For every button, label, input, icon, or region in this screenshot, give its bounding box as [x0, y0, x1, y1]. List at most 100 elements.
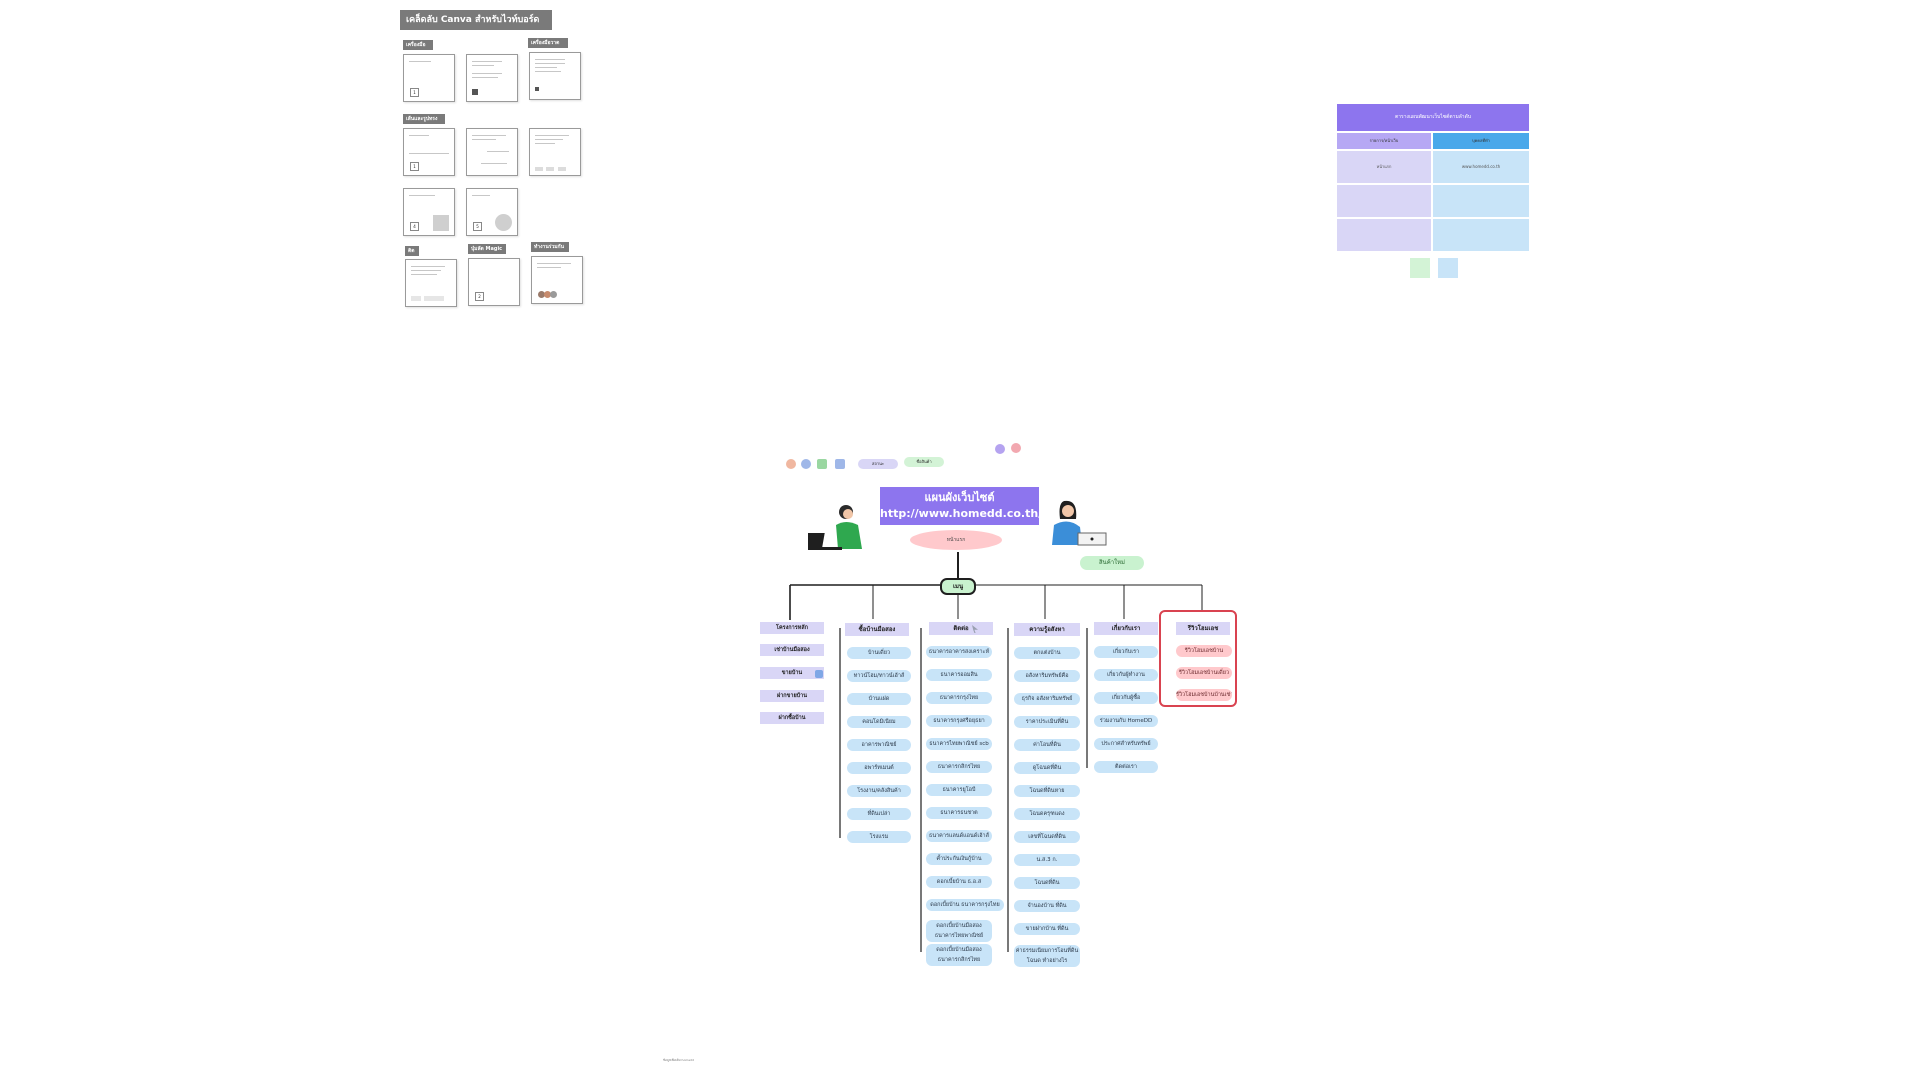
plan-table-cell[interactable] [1337, 219, 1431, 251]
sitemap-node[interactable]: ร่วมงานกับ HomeDD [1094, 715, 1158, 727]
column-header-contact[interactable]: ติดต่อ [929, 622, 993, 635]
sitemap-node[interactable]: ค่าโอนที่ดิน [1014, 739, 1080, 751]
sitemap-node[interactable]: ดอกเบี้ยบ้าน ธนาคารกรุงไทย [926, 899, 1004, 911]
sitemap-node[interactable]: อสังหาริมทรัพย์คือ [1014, 670, 1080, 682]
sitemap-node[interactable]: ธุรกิจ อสังหาริมทรัพย์ [1014, 693, 1080, 705]
sitemap-node[interactable]: ขายฝากบ้าน ที่ดิน [1014, 923, 1080, 935]
tips-card[interactable] [405, 259, 457, 307]
left-menu-item[interactable]: โครงการหลัก [760, 622, 824, 634]
sitemap-node[interactable]: ติดต่อเรา [1094, 761, 1158, 773]
tips-section-draw-tools: เครื่องมือวาด [528, 38, 568, 48]
sticky-note-green[interactable] [1410, 258, 1430, 278]
sticky-note-blue[interactable] [1438, 258, 1458, 278]
sitemap-node[interactable]: บ้านแฝด [847, 693, 911, 705]
sitemap-url: http://www.homedd.co.th/ [880, 507, 1043, 520]
hand-icon[interactable] [801, 459, 811, 469]
plan-table-cell[interactable]: หน้าแรก [1337, 151, 1431, 183]
sitemap-node[interactable]: ราคาประเมินที่ดิน [1014, 716, 1080, 728]
sitemap-node[interactable]: ธนาคารกรุงไทย [926, 692, 992, 704]
sitemap-node[interactable]: ธนาคารอาคารสงเคราะห์ [926, 646, 992, 658]
menu-node[interactable]: เมนู [940, 578, 976, 595]
plan-table-cell[interactable] [1433, 185, 1529, 217]
sitemap-node[interactable]: เกี่ยวกับผู้ซื้อ [1094, 692, 1158, 704]
home-node[interactable]: หน้าแรก [910, 530, 1002, 550]
left-menu-item[interactable]: ฝากขายบ้าน [760, 690, 824, 702]
column-header-review[interactable]: รีวิวโฮมเอช [1176, 622, 1230, 635]
lightbulb-icon[interactable] [786, 459, 796, 469]
footer-note: ข้อมูลเพิ่มเติม homedd [663, 1058, 694, 1062]
sitemap-node[interactable]: บ้านเดี่ยว [847, 647, 911, 659]
column-header-real-estate-knowledge[interactable]: ความรู้อสังหา [1014, 623, 1080, 636]
sitemap-node[interactable]: เกี่ยวกับผู้ทำงาน [1094, 669, 1158, 681]
sitemap-node[interactable]: น.ส.3 ก. [1014, 854, 1080, 866]
sitemap-node[interactable]: อาคารพาณิชย์ [847, 739, 911, 751]
sitemap-node[interactable]: คอนโดมิเนียม [847, 716, 911, 728]
sitemap-node[interactable]: เลขที่โฉนดที่ดิน [1014, 831, 1080, 843]
sitemap-node[interactable]: ธนาคารกสิกรไทย [926, 761, 992, 773]
sitemap-node-review[interactable]: รีวิวโฮมเอชบ้านเดี่ยว [1176, 667, 1232, 679]
sitemap-node[interactable]: โฉนดที่ดินหาย [1014, 785, 1080, 797]
column-header-buy-used-house[interactable]: ซื้อบ้านมือสอง [845, 623, 909, 636]
sitemap-node[interactable]: ค้ำประกันเงินกู้บ้าน [926, 853, 992, 865]
tips-card[interactable]: 1 [403, 128, 455, 176]
sitemap-node[interactable]: ธนาคารแลนด์แอนด์เฮ้าส์ [926, 830, 992, 842]
sitemap-node[interactable]: อพาร์ทเมนต์ [847, 762, 911, 774]
column-header-about-us[interactable]: เกี่ยวกับเรา [1094, 622, 1158, 635]
tips-card[interactable] [531, 256, 583, 304]
plan-table-title: ตารางแผนพัฒนาเว็บไซต์ตามลำดับ [1337, 104, 1529, 131]
tips-section-shapes: เส้นและรูปทรง [403, 114, 445, 124]
review-selection-frame[interactable] [1159, 610, 1237, 707]
plan-table-header-1: รายการ/หน้าเว็บ [1337, 133, 1431, 149]
status-tag[interactable]: สถานะ [858, 459, 898, 469]
man-with-laptop-illustration [808, 505, 862, 550]
new-products-node[interactable]: สินค้าใหม่ [1080, 556, 1144, 570]
tips-card[interactable] [529, 128, 581, 176]
tips-card[interactable] [466, 128, 518, 176]
sitemap-node-review[interactable]: รีวิวโฮมเอชบ้านบ้านเช่า [1176, 689, 1232, 701]
left-menu-item[interactable]: เช่าบ้านมือสอง [760, 644, 824, 656]
left-menu-item[interactable]: ฝากซื้อบ้าน [760, 712, 824, 724]
sitemap-node[interactable]: ดอกเบี้ยบ้านมือสอง ธนาคารไทยพาณิชย์ [926, 920, 992, 942]
plan-table-cell[interactable] [1337, 185, 1431, 217]
sitemap-node[interactable]: ค่าธรรมเนียมการโอนที่ดิน โฉนด ทำอย่างไร [1014, 945, 1080, 967]
name-tag[interactable]: ชื่อสินค้า [904, 457, 944, 467]
plan-table-header-2: บุคคลที่ทำ [1433, 133, 1529, 149]
sitemap-node[interactable]: ดูโฉนดที่ดิน [1014, 762, 1080, 774]
sitemap-node[interactable]: ทาวน์โฮม/ทาวน์เฮ้าส์ [847, 670, 911, 682]
sitemap-node[interactable]: ตกแต่งบ้าน [1014, 647, 1080, 659]
tips-card[interactable] [529, 52, 581, 100]
sitemap-node[interactable]: ธนาคารยูโอบี [926, 784, 992, 796]
sticker-icon[interactable] [1011, 443, 1021, 453]
sitemap-title-line1: แผนผังเว็บไซต์ [924, 491, 995, 504]
tips-card[interactable]: 1 [403, 54, 455, 102]
folder-icon[interactable] [817, 459, 827, 469]
plan-table-cell[interactable] [1433, 219, 1529, 251]
sitemap-node[interactable]: ธนาคารกรุงศรีอยุธยา [926, 715, 992, 727]
sitemap-node[interactable]: จำนองบ้าน ที่ดิน [1014, 900, 1080, 912]
tips-card[interactable]: 5 [466, 188, 518, 236]
comment-icon[interactable] [815, 670, 823, 678]
sitemap-node[interactable]: โฉนดที่ดิน [1014, 877, 1080, 889]
tips-card[interactable]: 2 [468, 258, 520, 306]
emoji-icon[interactable] [995, 444, 1005, 454]
sitemap-node[interactable]: ธนาคารธนชาต [926, 807, 992, 819]
sitemap-node[interactable]: ดอกเบี้ยบ้าน ธ.อ.ส [926, 876, 992, 888]
sitemap-node[interactable]: โฉนดครุฑแดง [1014, 808, 1080, 820]
tips-board-title: เคล็ดลับ Canva สำหรับไวท์บอร์ด [400, 10, 552, 30]
sitemap-node-review[interactable]: รีวิวโฮมเอชบ้าน [1176, 645, 1232, 657]
sitemap-node[interactable]: ธนาคารไทยพาณิชย์ scb [926, 738, 992, 750]
sitemap-node[interactable]: ธนาคารออมสิน [926, 669, 992, 681]
tips-card[interactable]: 4 [403, 188, 455, 236]
sitemap-node[interactable]: เกี่ยวกับเรา [1094, 646, 1158, 658]
cursor-icon [972, 625, 978, 633]
sitemap-node[interactable]: ที่ดินเปล่า [847, 808, 911, 820]
tips-card[interactable] [466, 54, 518, 102]
pencil-icon[interactable] [835, 459, 845, 469]
sitemap-node[interactable]: ดอกเบี้ยบ้านมือสอง ธนาคารกสิกรไทย [926, 944, 992, 966]
sitemap-node[interactable]: ประกาศสำหรับทรัพย์ [1094, 738, 1158, 750]
plan-table-cell[interactable]: www.homedd.co.th [1433, 151, 1529, 183]
sitemap-node[interactable]: โรงแรม [847, 831, 911, 843]
left-menu-item[interactable]: ขายบ้าน [760, 667, 824, 679]
tips-section-collab: ทำงานร่วมกัน [531, 242, 569, 252]
sitemap-node[interactable]: โรงงาน/คลังสินค้า [847, 785, 911, 797]
